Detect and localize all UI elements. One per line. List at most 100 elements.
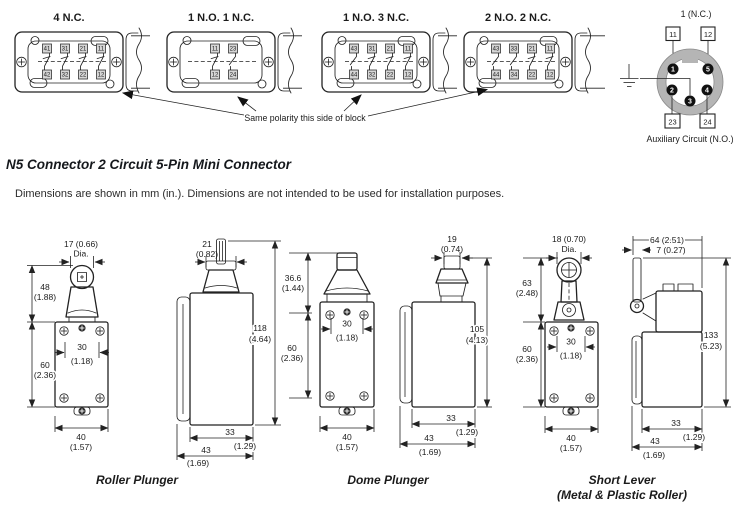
terminal-number: 43 xyxy=(351,47,358,53)
dim-label: 60 xyxy=(522,344,532,354)
mounting-screw-icon xyxy=(263,56,274,68)
corner-screw-icon xyxy=(585,326,595,336)
dim-label: (2.48) xyxy=(516,288,538,298)
dim-label: 43 xyxy=(201,445,211,455)
dome-plunger-side-drawing: 19 (0.74) 105 (4.13) 33 (1.29) 43 (1.69) xyxy=(399,234,492,459)
terminal-number: 12 xyxy=(405,73,412,79)
terminal-number: 21 xyxy=(80,47,87,53)
wiring-block-title: 2 N.O. 2 N.C. xyxy=(485,12,551,24)
short-lever-side-drawing: 64 (2.51) 7 (0.27) 133 (5.23) 33 (1.29) … xyxy=(622,234,731,462)
corner-screw-icon xyxy=(585,393,595,403)
dim-label: (1.44) xyxy=(282,283,304,293)
mounting-plate xyxy=(399,305,413,404)
terminal-number: 33 xyxy=(511,47,518,53)
dim-label: 64 (2.51) xyxy=(650,235,684,245)
mounting-screw-icon xyxy=(323,56,334,68)
terminal-number: 21 xyxy=(529,47,536,53)
wiring-block-title: 1 N.O. 1 N.C. xyxy=(188,12,254,24)
dim-label: (1.29) xyxy=(234,441,256,451)
dim-label: Dia. xyxy=(73,249,88,259)
dim-label: 33 xyxy=(671,418,681,428)
mounting-screw-icon xyxy=(16,56,27,68)
mounting-plate xyxy=(176,296,191,422)
corner-screw-icon xyxy=(359,391,369,401)
dim-label: 30 xyxy=(77,342,87,352)
plunger-bellows xyxy=(323,269,371,295)
polarity-arrow xyxy=(343,94,362,112)
dim-label: 33 xyxy=(225,427,235,437)
terminal-number: 12 xyxy=(212,73,219,79)
corner-screw-icon xyxy=(549,393,559,403)
break-squiggle xyxy=(288,27,294,94)
dim-label: 133 xyxy=(704,330,718,340)
dim-label: (1.29) xyxy=(683,432,705,442)
dim-label: 43 xyxy=(650,436,660,446)
lever-pivot xyxy=(562,303,576,317)
terminal-number: 11 xyxy=(405,47,412,53)
corner-screw-icon xyxy=(325,391,335,401)
mounting-plate xyxy=(631,335,643,405)
lever-edge xyxy=(632,257,642,303)
connector-terminal: 23 xyxy=(668,117,676,126)
dim-label: 7 (0.27) xyxy=(656,245,685,255)
short-lever-front-drawing: 18 (0.70) Dia. 63 (2.48) 60 (2.36) 30 (1… xyxy=(514,234,599,453)
dim-label: 33 xyxy=(446,413,456,423)
section-heading: N5 Connector 2 Circuit 5-Pin Mini Connec… xyxy=(6,157,292,172)
corner-screw-icon xyxy=(59,393,69,403)
center-screw-icon xyxy=(342,307,352,317)
terminal-number: 41 xyxy=(44,47,51,53)
dim-label: 40 xyxy=(566,433,576,443)
dim-label: 105 xyxy=(470,324,484,334)
break-squiggle xyxy=(136,27,142,94)
wiring-block-1no3nc: 1 N.O. 3 N.C. 43 31 21 11 44 32 22 12 xyxy=(321,12,457,94)
terminal-number: 32 xyxy=(369,73,376,79)
terminal-number: 23 xyxy=(230,47,237,53)
corner-screw-icon xyxy=(95,326,105,336)
polarity-note-label: Same polarity this side of block xyxy=(244,113,366,123)
roller-edge xyxy=(216,238,226,265)
roller xyxy=(69,264,95,290)
dim-label: (1.57) xyxy=(560,443,582,453)
bottom-screw-icon xyxy=(342,406,352,416)
mounting-screw-icon xyxy=(111,56,122,68)
dim-label: (1.29) xyxy=(456,427,478,437)
polarity-arrow xyxy=(237,96,257,112)
contact-symbols xyxy=(210,52,236,71)
bottom-screw-icon xyxy=(566,406,576,416)
pin-1 xyxy=(667,63,679,75)
wiring-block-4nc: 4 N.C. 41 31 21 11 42 32 22 12 xyxy=(14,12,150,94)
pin-2 xyxy=(666,84,678,96)
dim-label: 40 xyxy=(342,432,352,442)
terminal-number: 12 xyxy=(547,73,554,79)
terminal-number: 11 xyxy=(98,47,105,53)
pin-number: 5 xyxy=(706,67,710,74)
dim-label: (5.23) xyxy=(700,341,722,351)
dim-label: 36.6 xyxy=(285,273,302,283)
connector-keyway xyxy=(682,54,698,63)
corner-screw-icon xyxy=(359,310,369,320)
caption-short-lever: Short Lever xyxy=(589,473,657,487)
center-screw-icon xyxy=(566,323,576,333)
corner-screw-icon xyxy=(59,326,69,336)
terminal-block-outline xyxy=(321,31,431,93)
switch-body xyxy=(411,301,476,408)
dim-label: (1.69) xyxy=(419,447,441,457)
plunger-bellows xyxy=(202,269,240,293)
dim-label: (1.57) xyxy=(70,442,92,452)
switch-body xyxy=(189,292,254,426)
ground-wire xyxy=(640,78,691,96)
connector-terminal: 24 xyxy=(703,117,711,126)
lever-hub xyxy=(629,298,645,314)
wiring-block-title: 1 N.O. 3 N.C. xyxy=(343,12,409,24)
dim-label: Dia. xyxy=(561,244,576,254)
operating-head xyxy=(655,290,703,333)
dim-label: (1.69) xyxy=(643,450,665,460)
polarity-arrow xyxy=(121,90,245,116)
dim-label: 60 xyxy=(40,360,50,370)
dome-plunger xyxy=(336,252,358,271)
dim-label: 30 xyxy=(342,319,352,329)
terminal-number: 44 xyxy=(493,73,500,79)
dim-label: 43 xyxy=(424,433,434,443)
